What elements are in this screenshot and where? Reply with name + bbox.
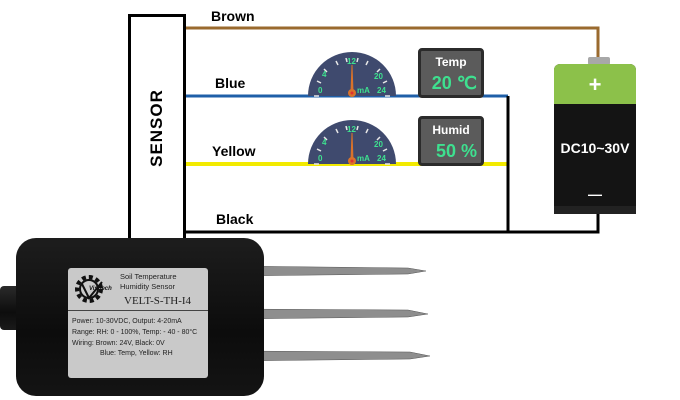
gauge2-unit: mA — [357, 154, 370, 163]
gauge2-tick-12: 12 — [347, 125, 356, 134]
gauge2-tick-20: 20 — [374, 140, 383, 149]
gauge2-tick-0: 0 — [318, 154, 323, 163]
spec-wiring: Wiring: Brown: 24V, Black: 0V — [72, 340, 165, 347]
gear-logo-icon — [75, 275, 103, 303]
gauge1-tick-20: 20 — [374, 72, 383, 81]
spec-wiring-signal: Blue: Temp, Yellow: RH — [100, 350, 173, 357]
current-gauge-yellow — [308, 120, 396, 165]
gauge1-tick-4: 4 — [322, 70, 327, 79]
battery-voltage-label: DC10~30V — [560, 140, 630, 156]
sensor-label: SENSOR — [147, 89, 166, 167]
plate-title-line2: Humidity Sensor — [120, 282, 176, 291]
humid-display-label: Humid — [432, 123, 470, 137]
black-wire — [186, 212, 600, 234]
gauge1-unit: mA — [357, 86, 370, 95]
brown-wire — [186, 26, 600, 60]
model-number: VELT-S-TH-I4 — [124, 295, 192, 307]
battery: + DC10~30V — — [554, 0, 636, 214]
temp-display-value: 20 ℃ — [431, 73, 477, 93]
gauge1-tick-12: 12 — [347, 57, 356, 66]
spec-range: Range: RH: 0 - 100%, Temp: - 40 - 80°C — [72, 329, 198, 336]
probe-pins — [227, 265, 431, 362]
wire-label-brown: Brown — [211, 8, 255, 24]
sensor-box: SENSOR — [128, 14, 186, 242]
probe-label-plate: Visitech Soil Temperature Humidity Senso… — [68, 268, 208, 378]
gauge1-tick-0: 0 — [318, 86, 323, 95]
gauge1-tick-24: 24 — [377, 86, 386, 95]
wire-label-black: Black — [216, 211, 254, 227]
gauge2-tick-4: 4 — [322, 138, 327, 147]
plate-header: Visitech Soil Temperature Humidity Senso… — [68, 268, 208, 311]
battery-positive-sign: + — [588, 72, 602, 97]
wire-label-blue: Blue — [215, 75, 246, 91]
wire-label-yellow: Yellow — [212, 143, 256, 159]
brand-name: Visitech — [89, 286, 112, 292]
battery-negative-sign: — — [588, 186, 602, 202]
spec-power: Power: 10-30VDC, Output: 4-20mA — [72, 318, 182, 325]
current-gauge-blue — [308, 52, 396, 97]
temp-display: Temp 20 ℃ — [418, 48, 484, 98]
battery-icon — [554, 57, 636, 214]
humid-display: Humid 50 % — [418, 116, 484, 166]
gauge2-tick-24: 24 — [377, 154, 386, 163]
plate-title-line1: Soil Temperature — [120, 272, 177, 281]
temp-display-label: Temp — [435, 55, 467, 69]
humid-display-value: 50 % — [435, 141, 477, 161]
